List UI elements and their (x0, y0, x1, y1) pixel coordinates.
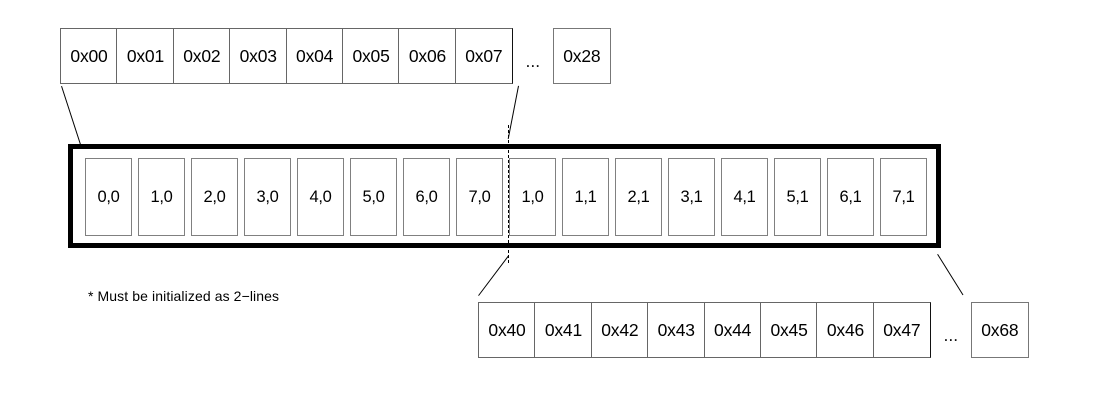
cache-word-cell: 5,0 (350, 158, 397, 236)
cache-word-cell: 6,1 (827, 158, 874, 236)
address-cell: 0x03 (229, 28, 288, 84)
address-cell: 0x44 (703, 302, 762, 358)
cache-word-cell: 5,1 (774, 158, 821, 236)
address-ellipsis: ... (943, 324, 959, 345)
line-boundary-dashed-divider (508, 125, 509, 263)
leader-top-left (61, 86, 82, 146)
address-ellipsis: ... (525, 50, 541, 71)
address-cell: 0x05 (342, 28, 401, 84)
cache-word-cell: 4,1 (721, 158, 768, 236)
address-cell: 0x06 (398, 28, 457, 84)
address-cell: 0x00 (60, 28, 118, 84)
cache-word-cell: 0,0 (85, 158, 132, 236)
leader-bottom-right (937, 254, 964, 296)
cache-word-cell: 1,0 (138, 158, 185, 236)
address-cell: 0x47 (872, 302, 931, 358)
cache-word-cell: 3,1 (668, 158, 715, 236)
cache-word-cell: 6,0 (403, 158, 450, 236)
address-cell: 0x42 (590, 302, 649, 358)
address-cell: 0x46 (816, 302, 875, 358)
cache-word-cell: 1,1 (562, 158, 609, 236)
cache-word-cell: 2,0 (191, 158, 238, 236)
address-cell-tail: 0x28 (552, 28, 611, 84)
address-cell: 0x41 (534, 302, 593, 358)
cache-word-cell: 7,1 (880, 158, 927, 236)
address-cell: 0x07 (454, 28, 513, 84)
leader-bottom-left (478, 255, 509, 296)
address-cell: 0x43 (647, 302, 706, 358)
footnote-text: * Must be initialized as 2−lines (88, 288, 280, 304)
cache-word-cell: 2,1 (615, 158, 662, 236)
cache-word-cell: 1,0 (509, 158, 556, 236)
address-cell: 0x04 (285, 28, 344, 84)
cache-word-cell: 3,0 (244, 158, 291, 236)
cache-word-cell: 7,0 (456, 158, 503, 236)
cache-word-cell: 4,0 (297, 158, 344, 236)
address-cell: 0x02 (172, 28, 231, 84)
address-cell-tail: 0x68 (970, 302, 1029, 358)
address-cell: 0x01 (116, 28, 175, 84)
leader-top-right (507, 85, 519, 140)
address-cell: 0x40 (478, 302, 536, 358)
address-cell: 0x45 (760, 302, 819, 358)
